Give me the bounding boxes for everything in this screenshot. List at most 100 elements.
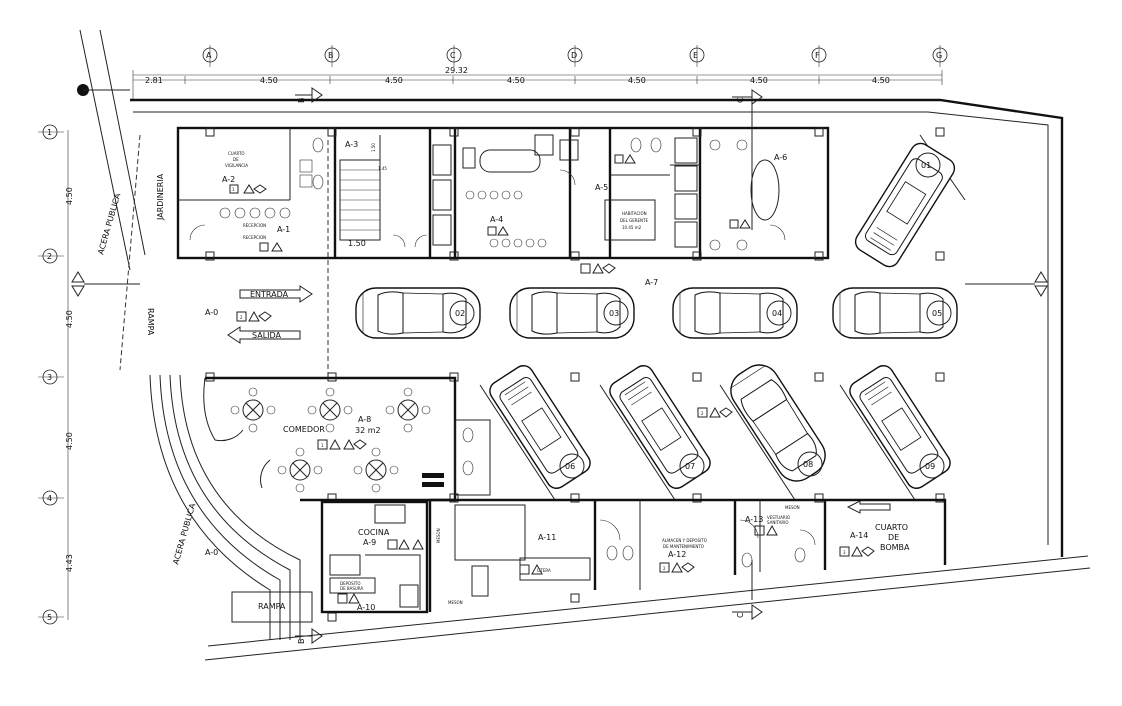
dim-col-3: 4.50 <box>385 76 403 85</box>
room-a3: A-3 <box>345 140 358 149</box>
grid-col-f: F <box>815 51 820 60</box>
dim-col-2: 4.50 <box>260 76 278 85</box>
parking-label-05: 05 <box>932 309 942 318</box>
section-marker-b-bottom: B <box>295 628 323 645</box>
de-label: DE <box>888 533 899 542</box>
room-a12: A-12 <box>668 550 686 559</box>
grid-row-4: 4 <box>47 494 52 503</box>
dim-row-2: 4.50 <box>65 310 74 328</box>
structural-columns <box>205 127 945 622</box>
salida-label: SALIDA <box>252 331 282 340</box>
section-c-bottom-label: C <box>736 612 745 618</box>
dim-col-5: 4.50 <box>628 76 646 85</box>
parking-space-04: 04 <box>672 287 798 339</box>
parking-space-08: 08 <box>722 356 834 490</box>
direction-arrow-a14 <box>846 500 891 514</box>
room-a4: A-4 <box>490 215 503 224</box>
room-a5: A-5 <box>595 183 608 192</box>
cuarto-vigilancia-1: CUARTO <box>228 151 245 156</box>
kitchen <box>320 500 429 614</box>
salida-arrow: SALIDA <box>227 326 301 344</box>
dim-150-a: 1.50 <box>348 239 366 248</box>
jardineria-label: JARDINERIA <box>156 173 165 221</box>
section-marker-c-top: C <box>732 89 763 230</box>
access-symbol-a10 <box>337 592 360 604</box>
access-symbol-a4 <box>487 226 509 236</box>
section-b-bottom-label: B <box>297 639 306 645</box>
comedor-label: COMEDOR <box>283 425 325 434</box>
site-boundary <box>77 29 1091 661</box>
parking-label-04: 04 <box>772 309 782 318</box>
room-a8: A-8 <box>358 415 371 424</box>
section-b-top-label: B <box>297 98 306 104</box>
room-a11: A-11 <box>538 533 556 542</box>
meson-label-a13: MESON <box>785 505 800 510</box>
dim-150-b: 1.50 <box>371 143 376 152</box>
room-a7: A-7 <box>645 278 658 287</box>
parking-label-03: 03 <box>609 309 619 318</box>
access-a14-num: 3 <box>843 550 846 555</box>
room-a1: A-1 <box>277 225 290 234</box>
section-marker-c-bottom: C <box>732 560 763 620</box>
dim-row-1: 4.50 <box>65 187 74 205</box>
parking-label-09: 09 <box>925 462 935 471</box>
access-symbol-a6 <box>729 219 751 229</box>
dim-row-4: 4.43 <box>65 554 74 572</box>
parking-label-07: 07 <box>685 462 695 471</box>
entrada-arrow: ENTRADA <box>239 285 313 303</box>
parking-label-06: 06 <box>565 462 575 471</box>
habitacion-label: HABITACION <box>622 211 647 216</box>
meson-label-a11: MESON <box>436 528 441 543</box>
room-a6: A-6 <box>774 153 787 162</box>
access-symbol-a9 <box>387 538 424 550</box>
access-symbol-a12: 2 <box>659 561 695 573</box>
section-marker-b-top: B <box>295 87 323 104</box>
cuarto-vigilancia-2: DE <box>233 157 239 162</box>
access-symbol-a14: 3 <box>839 545 875 557</box>
grid-row-1: 1 <box>47 128 52 137</box>
litera-label: LITERA <box>537 568 551 573</box>
access-a12-num: 2 <box>663 566 666 571</box>
de-basura-label: DE BASURA <box>340 586 363 591</box>
deposito-label: DEPOSITO <box>340 581 360 586</box>
room-a0-top: A-0 <box>205 308 218 317</box>
grid-column-markers: A B C D E F G <box>202 45 948 67</box>
dim-col-4: 4.50 <box>507 76 525 85</box>
room-a9: A-9 <box>363 538 376 547</box>
acera-publica-bottom: ACERA PUBLICA <box>171 502 197 566</box>
access-symbol-a1 <box>259 242 283 252</box>
access-symbol-a7 <box>580 262 616 274</box>
section-c-top-label: C <box>736 97 745 103</box>
room-a0-bottom: A-0 <box>205 548 218 557</box>
room-a10: A-10 <box>357 603 375 612</box>
access-symbol-a13 <box>754 524 778 536</box>
cocina-label: COCINA <box>358 528 390 537</box>
dimension-line-top: 29.32 2.81 4.50 4.50 4.50 4.50 4.50 4.50 <box>132 66 943 100</box>
parking-label-01: 01 <box>921 161 931 170</box>
cuarto-vigilancia-3: VIGILANCIA <box>225 163 248 168</box>
bottom-building <box>428 498 947 612</box>
grid-col-d: D <box>571 51 577 60</box>
parking-space-06: 06 <box>485 361 595 493</box>
top-building <box>176 126 830 380</box>
access-a2-num: 1 <box>232 187 235 192</box>
dim-col-7: 4.50 <box>872 76 890 85</box>
rampa-side-label: RAMPA <box>146 308 155 336</box>
grid-col-a: A <box>206 51 212 60</box>
bomba-label: BOMBA <box>880 543 910 552</box>
dining-chairs <box>230 387 431 493</box>
meson-label-kitchen: MESON <box>448 600 463 605</box>
almacen-label-1: ALMACEN Y DEPOSITO <box>662 538 707 543</box>
habitacion-area: 10.45 m2 <box>622 225 642 230</box>
dim-total: 29.32 <box>445 66 468 75</box>
recepcion-label-1: RECEPCION <box>243 223 266 228</box>
parking-space-02: 02 <box>355 287 481 339</box>
dining-room <box>203 376 491 502</box>
ramp-area <box>149 374 313 640</box>
access-parking-num: 2 <box>701 411 704 416</box>
grid-row-2: 2 <box>47 252 52 261</box>
vestuario-label: VESTUARIO <box>767 515 790 520</box>
room-a8-area: 32 m2 <box>355 426 381 435</box>
recepcion-label-2: RECEPCION <box>243 235 266 240</box>
